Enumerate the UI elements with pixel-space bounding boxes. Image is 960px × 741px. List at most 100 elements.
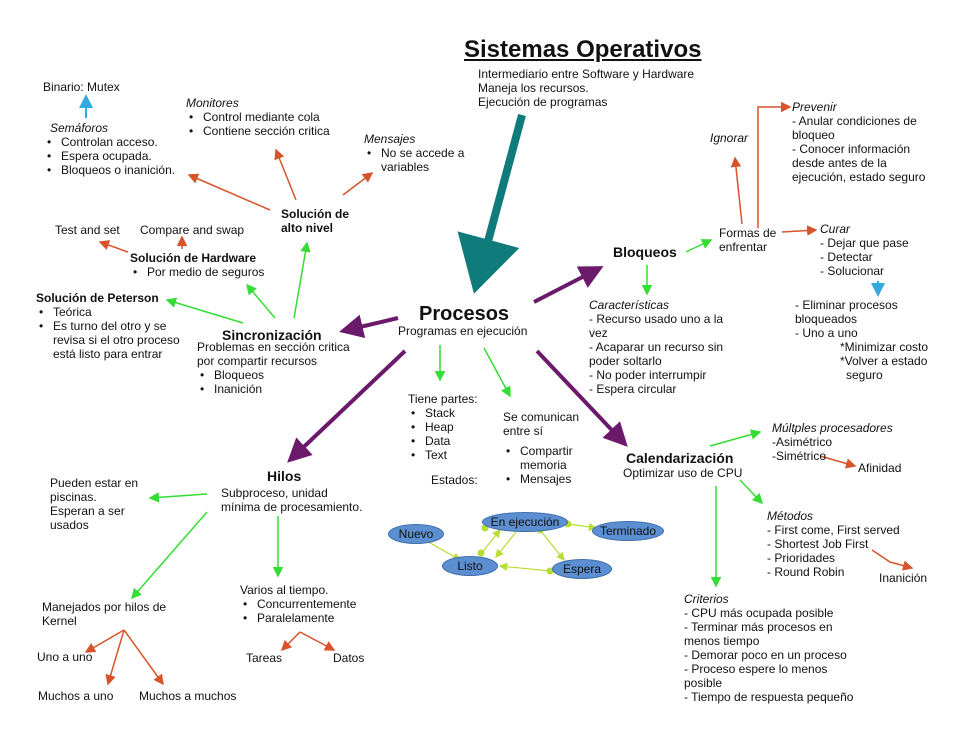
test-and-set: Test and set (55, 223, 120, 237)
title-desc-line: Intermediario entre Software y Hardware (478, 67, 695, 81)
multiples-title: Múltples procesadores (772, 421, 893, 435)
minimizar-line: *Minimizar costo (840, 340, 929, 354)
title-description: Intermediario entre Software y Hardware … (478, 67, 694, 109)
transition-dot (546, 567, 554, 575)
arrow-alto-to-mensajes (342, 172, 374, 196)
curar-title: Curar (820, 222, 851, 236)
sincronizacion-sub: por compartir recursos (197, 354, 318, 368)
monitores-block: Monitores Control mediante cola Contiene… (186, 96, 330, 138)
caracteristicas-title: Características (589, 298, 670, 312)
alto-nivel-title: Solución de alto nivel (281, 207, 349, 235)
arrow-hilos-to-piscinas (148, 492, 208, 503)
formas-line: Formas de (719, 226, 777, 240)
afinidad: Afinidad (858, 461, 902, 475)
monitores-title: Monitores (186, 96, 239, 110)
transition-ejecucion-terminado (567, 522, 598, 532)
list-item: Espera ocupada. (44, 149, 175, 163)
arrow-formas-to-curar (781, 225, 818, 236)
list-item: Stack (408, 406, 478, 420)
arrow-sinc-to-hardware (246, 283, 276, 319)
criterio-line: menos tiempo (684, 634, 760, 648)
metodos-title: Métodos (767, 509, 814, 523)
muchos-a-uno: Muchos a uno (38, 689, 114, 703)
alto-nivel-line: Solución de (281, 207, 350, 221)
transition-dot (477, 549, 485, 557)
state-terminado: Terminado (592, 521, 664, 541)
arrow-formas-to-prevenir (757, 101, 792, 228)
list-item: Bloqueos (197, 368, 350, 382)
partes-title: Tiene partes: (408, 392, 478, 406)
list-item-continuation: variables (381, 160, 430, 174)
eliminar-line: - Uno a uno (795, 326, 858, 340)
arrow-to-sincronizacion (339, 314, 399, 339)
inanicion: Inanición (879, 571, 928, 585)
curar-line: - Dejar que pase (820, 236, 909, 250)
eliminar-line: bloqueados (795, 312, 858, 326)
piscinas-line: Esperan a ser (50, 504, 125, 518)
prevenir-line: ejecución, estado seguro (792, 170, 926, 184)
curar-line: - Detectar (820, 250, 873, 264)
prevenir-line: - Conocer información (792, 142, 911, 156)
alto-nivel-line: alto nivel (281, 221, 334, 235)
uno-a-uno: Uno a uno (37, 650, 93, 664)
piscinas-line: Pueden estar en (50, 476, 139, 490)
prevenir-title: Prevenir (792, 100, 837, 114)
comunican-block: Se comunican entre sí Compartir memoria … (503, 410, 579, 486)
arrow-to-bloqueos (533, 266, 604, 304)
list-item: Teórica (36, 305, 180, 319)
kernel-line: Kernel (42, 614, 77, 628)
metodo-line: - Shortest Job First (767, 537, 869, 551)
formas-block: Formas de enfrentar (719, 226, 776, 254)
multiples-block: Múltples procesadores -Asimétrico -Simét… (772, 421, 893, 463)
caracteristica-line: vez (589, 326, 608, 340)
comunican-title: entre sí (503, 424, 544, 438)
arrow-alto-to-semaforos (187, 173, 271, 211)
tareas: Tareas (246, 651, 283, 665)
list-item: Inanición (197, 382, 350, 396)
transition-ejecucion-listo (495, 531, 517, 558)
list-item: Compartir (503, 444, 579, 458)
state-listo: Listo (442, 556, 498, 576)
eliminar-line: - Eliminar procesos (795, 298, 898, 312)
piscinas-line: piscinas. (50, 490, 97, 504)
prevenir-line: - Anular condiciones de (792, 114, 917, 128)
criterio-line: - Proceso espere lo menos (684, 662, 828, 676)
list-item: Bloqueos o inanición. (44, 163, 175, 177)
prevenir-line: desde antes de la (792, 156, 887, 170)
caracteristica-line: - Acaparar un recurso sin (589, 340, 724, 354)
list-item: No se accede a (364, 146, 464, 160)
minimizar-line: *Volver a estado (840, 354, 928, 368)
state-nuevo: Nuevo (388, 524, 444, 544)
arrow-to-calendarizacion (535, 349, 628, 447)
multiples-line: -Simétrico (772, 449, 827, 463)
binario-mutex: Binario: Mutex (43, 80, 120, 94)
criterio-line: - Terminar más procesos en (684, 620, 833, 634)
arrow-hilos-to-kernel (131, 511, 208, 600)
curar-block: Curar - Dejar que pase - Detectar - Solu… (820, 222, 909, 278)
comunican-title: Se comunican (503, 410, 580, 424)
caracteristicas-block: Características - Recurso usado uno a la… (589, 298, 723, 396)
arrow-formas-to-ignorar (730, 156, 743, 225)
arrow-bloqueos-to-formas (685, 239, 713, 253)
center-node-title: Procesos (419, 303, 510, 325)
arrow-title-to-procesos (457, 113, 526, 294)
transition-ejecucion-espera (539, 529, 565, 561)
hardware-title: Solución de Hardware (130, 251, 257, 265)
mensajes-title: Mensajes (364, 132, 416, 146)
arrow-kernel-to-muchos-muchos (123, 629, 164, 686)
arrow-cal-to-metodos (739, 479, 764, 505)
list-item-continuation: revisa si el otro proceso (53, 333, 180, 347)
prevenir-line: bloqueo (792, 128, 835, 142)
arrow-kernel-to-uno (84, 629, 125, 653)
caracteristica-line: - Espera circular (589, 382, 677, 396)
list-item: Controlan acceso. (44, 135, 175, 149)
partes-block: Tiene partes: Stack Heap Data Text (408, 392, 478, 462)
arrow-sinc-to-alto-nivel (293, 241, 311, 319)
hilos-sub-line: Subproceso, unidad (221, 486, 328, 500)
arrow-prioridades-to-inanicion (871, 549, 914, 571)
kernel-line: Manejados por hilos de (42, 600, 167, 614)
list-item: Data (408, 434, 478, 448)
list-item: Text (408, 448, 478, 462)
